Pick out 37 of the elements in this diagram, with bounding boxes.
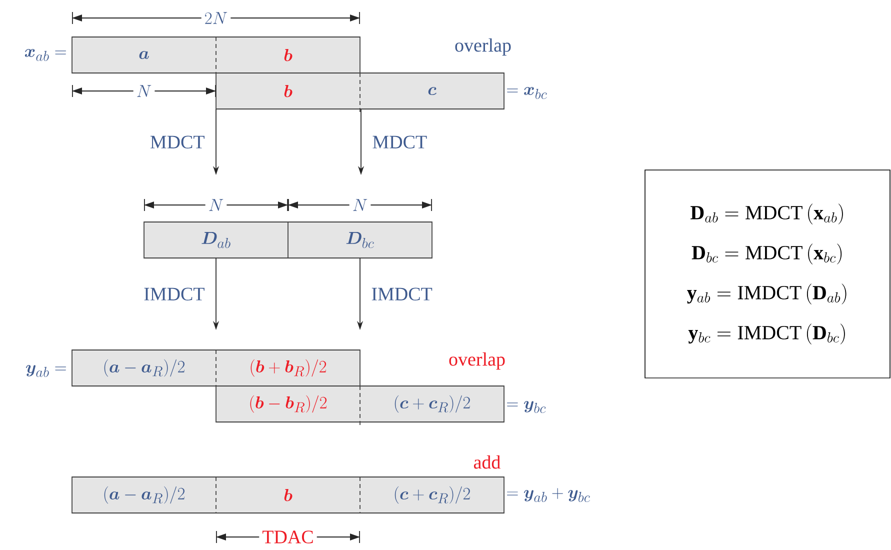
bar-cell: $(\bm{a}-\bm{a}_R)/2$ [72, 477, 216, 513]
node-label: $(\bm{b}+\bm{b}_R)/2$ [250, 359, 326, 377]
node-label: $\bm{b}$ [284, 85, 292, 98]
node-label: $\bm{D}_{bc}$ [346, 232, 374, 248]
node-label: $(\bm{c}+\bm{c}_R)/2$ [394, 486, 470, 504]
node-label: $\bm{c}$ [428, 87, 436, 95]
node-label: $(\bm{b}-\bm{b}_R)/2$ [250, 395, 327, 413]
dimension-label: $N$ [349, 196, 371, 214]
edge-label: IMDCT [144, 288, 204, 300]
node-label: $(\bm{c}+\bm{c}_R)/2$ [394, 395, 470, 413]
bar-cell: $(\bm{c}+\bm{c}_R)/2$ [360, 477, 504, 513]
node-label: $\bm{a}$ [139, 51, 149, 59]
node-label: $(\bm{a}-\bm{a}_R)/2$ [104, 486, 184, 504]
bar-cell: $\bm{D}_{ab}$ [144, 222, 288, 258]
dimension-label: $N$ [133, 82, 155, 100]
node-label: $\bm{b}$ [284, 49, 292, 62]
edge-label: MDCT [150, 136, 204, 148]
edge-label: MDCT [372, 136, 427, 148]
text-label: add [474, 455, 500, 469]
edge-label: IMDCT [372, 288, 432, 300]
node-label: $(\bm{a}-\bm{a}_R)/2$ [104, 359, 184, 377]
bar-cell: $\bm{b}$ [216, 477, 360, 513]
bar-cell: $(\bm{a}-\bm{a}_R)/2$ [72, 350, 216, 386]
equation-box: $\mathbf{D}_{ab} = \mathrm{MDCT}\,(\mathbf{x}_{ab})$ $\mathbf{D}_{bc} = \mathrm{MDCT}\,(\mathbf{x}_{bc})$ $\mathbf{y}_{ab} = \mathrm{IMDCT}\,(\mathbf{D}_{ab})$ $\mathbf{y}_{bc} = \mathrm{IMDCT}\,(\mathbf{D}_{bc})$ [644, 170, 890, 378]
bar-cell: $(\bm{b}+\bm{b}_R)/2$ [216, 350, 360, 386]
dimension-label: $N$ [205, 196, 227, 214]
bar-cell: $(\bm{c}+\bm{c}_R)/2$ [360, 386, 504, 422]
bar-cell: $(\bm{b}-\bm{b}_R)/2$ [216, 386, 360, 422]
bar-cell: $\bm{D}_{bc}$ [288, 222, 432, 258]
node-label: $\bm{D}_{ab}$ [202, 232, 230, 248]
dimension-label: TDAC [259, 528, 317, 546]
bar-cell: $\bm{b}$ [216, 73, 360, 109]
dimension-label: $2N$ [201, 9, 231, 27]
bar-cell: $\bm{a}$ [72, 37, 216, 73]
bar-cell: $\bm{c}$ [360, 73, 504, 109]
node-label: $\bm{b}$ [284, 489, 292, 502]
bar-cell: $\bm{b}$ [216, 37, 360, 73]
